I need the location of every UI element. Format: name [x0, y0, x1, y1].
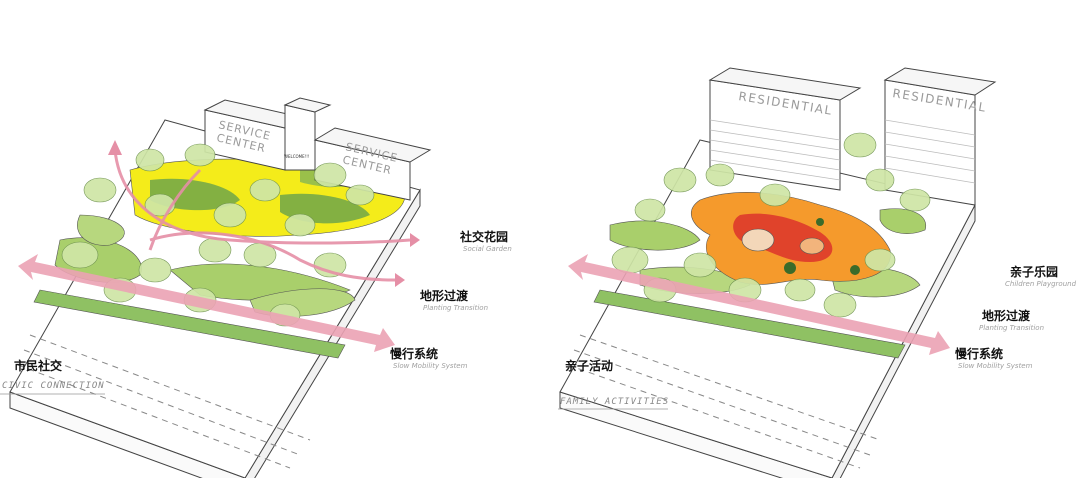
- right-play-mound: [799, 237, 825, 255]
- right-residential-1: RESIDENTIAL: [708, 67, 862, 191]
- right-lawn-mound: [609, 220, 701, 251]
- right-panel-subtitle: FAMILY ACTIVITIES: [560, 397, 669, 407]
- right-annotation-slow-mobility-en: Slow Mobility System: [958, 362, 1033, 370]
- left-panel-title: 市民社交: [14, 358, 62, 373]
- left-flow-arrows: [113, 149, 411, 282]
- right-annotation-landform-en: Planting Transition: [979, 324, 1044, 332]
- left-flow-arrowhead: [410, 233, 420, 247]
- left-annotation-social-garden-en: Social Garden: [463, 245, 512, 253]
- right-play-mound: [741, 228, 775, 252]
- left-road: [17, 334, 311, 469]
- right-play-pit: [850, 265, 860, 275]
- right-trees: [611, 132, 931, 318]
- left-slow-mobility-arrow: [18, 254, 395, 352]
- right-green-strip: [593, 289, 906, 359]
- right-play-pit: [816, 218, 824, 226]
- right-annotation-slow-mobility: 慢行系统: [955, 346, 1003, 361]
- left-annotation-landform-en: Planting Transition: [423, 304, 488, 312]
- left-flow-arrowhead: [395, 273, 405, 287]
- left-lawn-mound: [77, 214, 125, 246]
- left-annotation-social-garden: 社交花园: [459, 229, 508, 244]
- left-annotation-landform: 地形过渡: [420, 288, 469, 303]
- left-flow-arrowhead: [108, 140, 122, 155]
- right-residential-2: RESIDENTIAL: [883, 67, 997, 206]
- left-panel-subtitle: CIVIC CONNECTION: [2, 381, 105, 391]
- right-annotation-playground: 亲子乐园: [1010, 264, 1058, 279]
- left-annotation-slow-mobility: 慢行系统: [390, 346, 438, 361]
- left-annotation-slow-mobility-en: Slow Mobility System: [393, 362, 468, 370]
- left-service-center-1: SERVICE CENTER: [203, 99, 307, 171]
- left-panel: SERVICE CENTER SERVICE CENTER WELCOME!!!: [0, 97, 512, 478]
- left-welcome-sign: WELCOME!!!: [284, 154, 309, 159]
- right-panel-title: 亲子活动: [565, 358, 613, 373]
- right-annotation-playground-en: Children Playground: [1005, 280, 1077, 288]
- right-road: [567, 334, 881, 469]
- right-play-pit: [784, 262, 796, 274]
- right-slow-mobility-arrow: [568, 254, 950, 355]
- right-annotation-landform: 地形过渡: [982, 308, 1031, 323]
- left-green-strip: [33, 289, 346, 359]
- right-panel: RESIDENTIAL RESIDENTIAL: [558, 67, 1077, 478]
- right-lawn-mound: [879, 208, 927, 234]
